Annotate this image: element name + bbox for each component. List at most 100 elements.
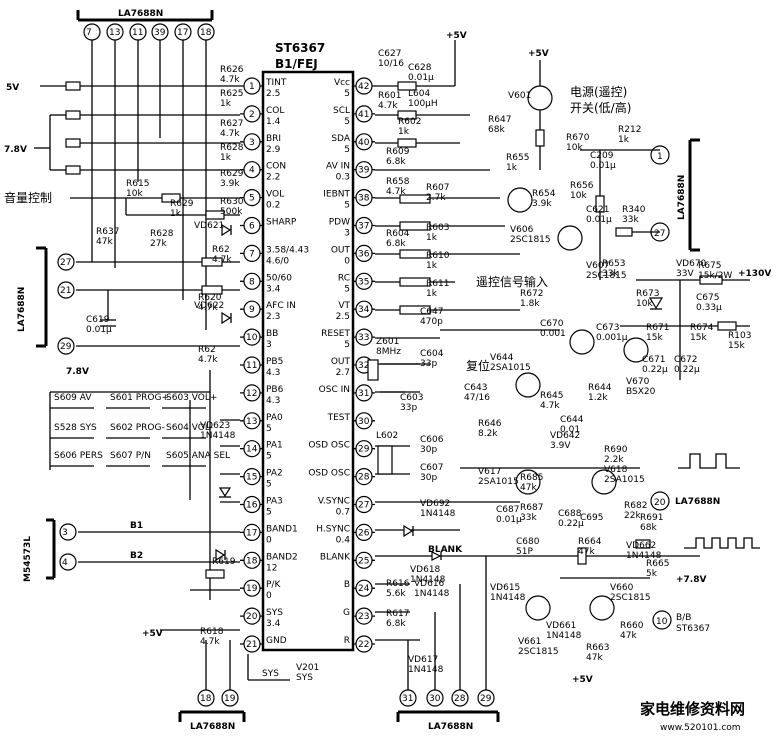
component-value: 10k	[636, 299, 653, 309]
component-ref: C606	[420, 435, 444, 445]
connector-top-left-label: LA7688N	[118, 9, 163, 19]
ic-pin-voltage: 5	[344, 201, 350, 211]
ic-pin-number: 20	[246, 612, 258, 622]
component-value: 2SA1015	[604, 475, 645, 485]
ic-pin	[355, 523, 373, 542]
ic-pin-voltage: 4.3	[266, 396, 280, 406]
supply-130v: +130V	[738, 269, 771, 279]
ic-pin	[243, 189, 261, 207]
connector-right-low: 10 B/B ST6367	[652, 610, 710, 634]
connector-left-low: M54573L 34	[23, 518, 77, 582]
ic-pin-name: H.SYNC	[316, 524, 350, 534]
ic-pin-name: SDA	[331, 134, 350, 144]
component-ref: R617	[386, 609, 409, 619]
component-ref: VD621	[194, 221, 224, 231]
connector-right-mid-label: LA7688N	[675, 497, 720, 507]
component-ref: R664	[578, 537, 602, 547]
component-ref: R645	[540, 391, 563, 401]
component-ref: R607	[426, 183, 449, 193]
ic-pin-name: G	[343, 608, 350, 618]
component-ref: R670	[566, 133, 590, 143]
ic-pin-number: 38	[358, 194, 370, 204]
component-ref: VD670	[676, 259, 707, 269]
component-value: 33k	[602, 269, 619, 279]
key-switch-ref: S528 SYS	[54, 423, 97, 433]
ic-pin-name: V.SYNC	[318, 497, 350, 507]
component-ref: R658	[386, 177, 410, 187]
ic-pin-number: 29	[358, 445, 370, 455]
connector-right-mid: 20 LA7688N	[650, 491, 720, 511]
connector-pin-number: 28	[454, 694, 466, 704]
connector-pin-number: 21	[60, 286, 71, 296]
connector-pin-number: 29	[480, 694, 492, 704]
ic-pin-name: PA1	[266, 441, 283, 451]
ic-pin-voltage: 0.2	[266, 201, 280, 211]
component-ref: R340	[622, 205, 646, 215]
component-ref: R619	[212, 557, 236, 567]
component-ref: C621	[586, 205, 609, 215]
component-ref: V606	[510, 225, 534, 235]
ic-pin	[243, 523, 261, 542]
ic-pin-name: PA0	[266, 413, 283, 423]
component-value: 4.7k	[386, 187, 406, 197]
component-value: 1.2k	[588, 393, 608, 403]
component-value: 33p	[420, 359, 437, 369]
ic-pin	[355, 635, 373, 653]
component-value: 0.33μ	[696, 303, 722, 313]
component-value: 0.01	[560, 425, 580, 435]
component-value: 1.8k	[520, 299, 540, 309]
component-value: 4.7k	[220, 129, 240, 139]
component-ref: R625	[220, 89, 243, 99]
ic-pin	[355, 244, 373, 262]
connector-pin	[57, 253, 75, 271]
key-switch-ref: S604 VOL-	[166, 423, 213, 433]
ic-pin-name: TINT	[265, 78, 287, 88]
label-volume: 音量控制	[4, 190, 52, 205]
component-ref: VD622	[194, 301, 224, 311]
key-switch-ref: S601 PROG+	[110, 393, 169, 403]
key-switch-ref: S607 P/N	[110, 451, 151, 461]
mid-component-labels: C647470pR6721.8kC6700.001C6730.001μVD670…	[376, 259, 751, 483]
component-value: 1k	[220, 99, 232, 109]
ic-pin-name: AFC IN	[266, 301, 296, 311]
component-ref: VD642	[550, 431, 580, 441]
component-ref: R656	[570, 181, 594, 191]
component-ref: L602	[376, 431, 398, 441]
component-value: BSX20	[626, 387, 656, 397]
component-value: 1k	[426, 289, 438, 299]
component-value: 8.2k	[478, 429, 498, 439]
connector-right-top-pin: 27	[654, 229, 665, 239]
ic-pin-number: 3	[249, 138, 255, 148]
ic-st6367: ST6367 B1/FEJ	[261, 41, 355, 652]
supply-7v8-a: 7.8V	[4, 145, 27, 155]
ic-pin	[243, 440, 261, 458]
component-value: 1N4148	[200, 431, 236, 441]
component-value: 500k	[220, 207, 243, 217]
component-value: 4.7k	[200, 637, 220, 647]
component-ref: R660	[620, 621, 644, 631]
component-ref: Z601	[376, 337, 399, 347]
component-ref: R626	[220, 65, 244, 75]
component-ref: R603	[426, 223, 449, 233]
component-ref: R674	[690, 323, 714, 333]
left-component-labels: R6264.7kR6251kR6274.7kR6281kR6293.9kR615…	[86, 65, 319, 683]
ic-pin	[355, 607, 373, 625]
ic-pin-name: BB	[266, 329, 278, 339]
ic-pin	[243, 495, 261, 514]
ic-pin-voltage: 4.3	[266, 368, 280, 378]
ic-pin-number: 2	[249, 110, 255, 120]
ic-pin	[355, 216, 373, 235]
ic-pin-name: 50/60	[266, 273, 292, 283]
ic-pin	[355, 468, 373, 486]
connector-pin-number: 7	[86, 28, 92, 38]
ic-pin-name: AV IN	[326, 162, 350, 172]
ic-pin-voltage: 0.7	[336, 508, 350, 518]
component-ref: C647	[420, 307, 443, 317]
ic-pin-voltage: 3.4	[266, 284, 281, 294]
component-value: 47/16	[464, 393, 490, 403]
component-ref: VD617	[408, 655, 438, 665]
component-value: 1N4148	[546, 631, 582, 641]
